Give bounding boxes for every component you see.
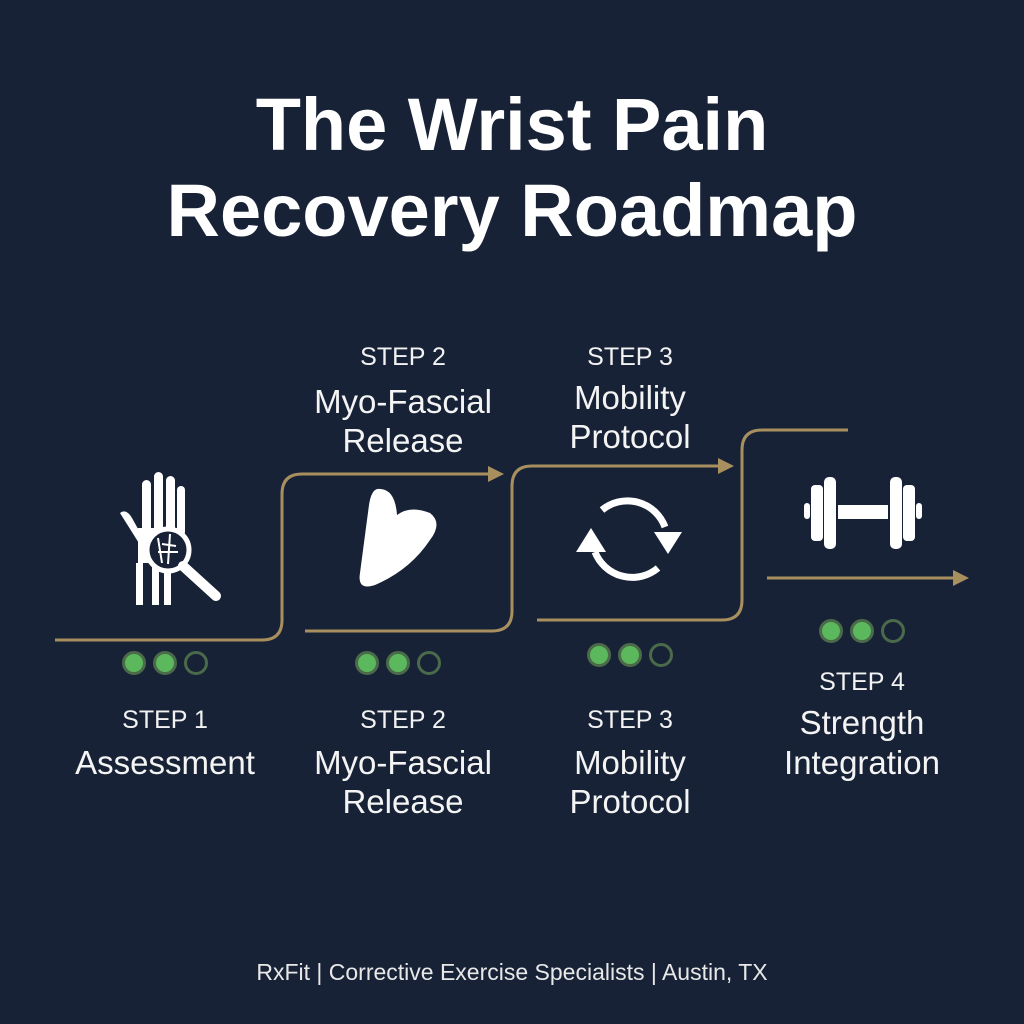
step-2-number: STEP 2 <box>360 706 446 734</box>
footer-text: RxFit | Corrective Exercise Specialists … <box>256 959 768 985</box>
top-step-2-title-1: Myo-Fascial <box>314 383 492 420</box>
step-1-title: Assessment <box>75 744 255 781</box>
progress-dot-filled <box>587 643 611 667</box>
path-segment-2 <box>305 464 722 633</box>
step-1-number: STEP 1 <box>122 706 208 734</box>
progress-dot-filled <box>618 643 642 667</box>
progress-dot-filled <box>122 651 146 675</box>
step-3-number: STEP 3 <box>587 706 673 734</box>
title-line-2: Recovery Roadmap <box>166 169 858 252</box>
progress-dot-empty <box>649 643 673 667</box>
progress-dot-filled <box>819 619 843 643</box>
step-3-title-2: Protocol <box>569 783 691 820</box>
step-2-title-1: Myo-Fascial <box>314 744 492 781</box>
arrowhead <box>718 458 734 474</box>
progress-dot-filled <box>355 651 379 675</box>
progress-dot-empty <box>184 651 208 675</box>
progress-dot-empty <box>417 651 441 675</box>
progress-dot-filled <box>850 619 874 643</box>
top-step-2-number: STEP 2 <box>360 343 446 371</box>
title-line-1: The Wrist Pain <box>255 83 769 166</box>
top-step-2-title-2: Release <box>342 422 464 459</box>
step-2-title-2: Release <box>342 783 464 820</box>
path-segment-1 <box>55 472 492 642</box>
step-4-title-2: Integration <box>784 744 940 781</box>
progress-dot-filled <box>153 651 177 675</box>
cycle-arrows-icon <box>576 497 682 581</box>
progress-dot-empty <box>881 619 905 643</box>
top-step-3-number: STEP 3 <box>587 343 673 371</box>
step-4-number: STEP 4 <box>819 668 905 696</box>
progress-dot-filled <box>386 651 410 675</box>
top-step-3-title-2: Protocol <box>569 418 691 455</box>
step-4-title-1: Strength <box>799 704 925 741</box>
hand-magnifier-icon <box>120 472 221 605</box>
step-3-title-1: Mobility <box>574 744 686 781</box>
dumbbell-icon <box>804 477 922 549</box>
arrowhead <box>953 570 969 586</box>
path-segment-3 <box>537 428 848 622</box>
arrowhead <box>488 466 504 482</box>
gua-sha-tool-icon <box>359 488 437 587</box>
top-step-3-title-1: Mobility <box>574 379 686 416</box>
